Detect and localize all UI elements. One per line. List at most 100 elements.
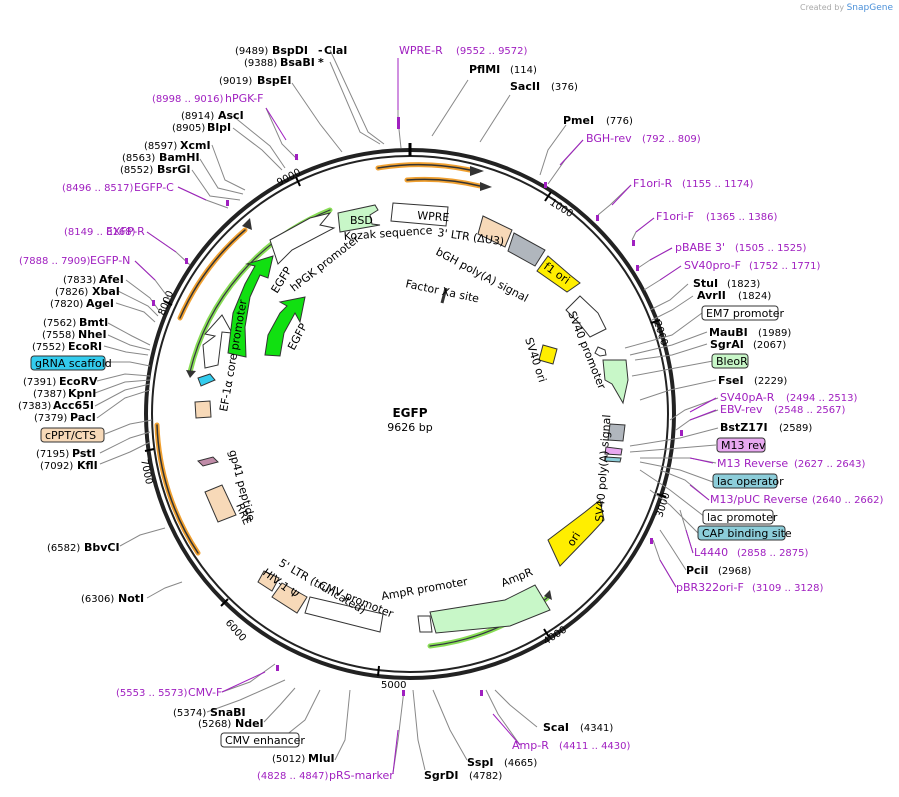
- label-asci[interactable]: AscI: [218, 109, 244, 122]
- label-scai[interactable]: ScaI: [543, 721, 569, 734]
- label-bbvci[interactable]: BbvCI: [84, 541, 120, 554]
- snapgene-credit: Created by SnapGene: [800, 3, 893, 13]
- label-sgrdi[interactable]: SgrDI: [424, 769, 458, 782]
- label-ebv-rev[interactable]: EBV-rev: [720, 403, 763, 416]
- plasmid-size: 9626 bp: [387, 421, 432, 434]
- label-ecorv[interactable]: EcoRV: [59, 375, 98, 388]
- label-bstz17i[interactable]: BstZ17I: [720, 421, 768, 434]
- label-bamhi[interactable]: BamHI: [159, 151, 200, 164]
- label-pflmi[interactable]: PflMI: [469, 63, 500, 76]
- cppt-box[interactable]: [40, 427, 105, 443]
- lac-promoter-box[interactable]: [702, 509, 774, 525]
- label-blpi[interactable]: BlpI: [207, 121, 231, 134]
- label-noti-pos: (6306): [81, 594, 114, 605]
- grna-box[interactable]: [30, 355, 106, 371]
- label-m13-puc-reverse[interactable]: M13/pUC Reverse: [710, 493, 808, 506]
- label-exfp-r[interactable]: EXFP-R: [106, 225, 145, 238]
- label-xcmi-pos: (8597): [144, 141, 177, 152]
- feature-5ltr: [271, 582, 308, 614]
- label-wpre-r[interactable]: WPRE-R: [399, 44, 443, 57]
- primer-leaders: [134, 58, 717, 774]
- label-fsei[interactable]: FseI: [718, 374, 744, 387]
- label-bbvci-pos: (6582): [47, 543, 80, 554]
- feature-sv40prom: [565, 295, 607, 338]
- label-sv40pa-r[interactable]: SV40pA-R: [720, 391, 775, 404]
- label-psti[interactable]: PstI: [72, 447, 96, 460]
- label-avrii[interactable]: AvrII: [697, 289, 726, 302]
- label-f1ori-r[interactable]: F1ori-R: [633, 177, 673, 190]
- label-egfp-outer: EGFP: [269, 264, 295, 295]
- label-prs-marker[interactable]: pRS-marker: [329, 769, 394, 782]
- feature-wpre: [390, 202, 449, 227]
- tick-marks: [144, 176, 667, 677]
- cmv-enhancer-box[interactable]: [220, 732, 300, 748]
- label-avrii-pos: (1824): [738, 291, 771, 302]
- label-kpni[interactable]: KpnI: [68, 387, 96, 400]
- label-bspdi[interactable]: BspDI: [272, 44, 308, 57]
- label-sspi[interactable]: SspI: [467, 756, 493, 769]
- label-acc65i[interactable]: Acc65I: [53, 399, 94, 412]
- label-sgrdi-pos: (4782): [469, 771, 502, 782]
- label-pmei[interactable]: PmeI: [563, 114, 594, 127]
- label-amp-r[interactable]: Amp-R: [512, 739, 549, 752]
- label-sacii[interactable]: SacII: [510, 80, 540, 93]
- label-sspi-pos: (4665): [504, 758, 537, 769]
- label-nhei[interactable]: NheI: [78, 328, 107, 341]
- label-cmv-f[interactable]: CMV-F: [188, 686, 222, 699]
- label-f1ori-f[interactable]: F1ori-F: [656, 210, 694, 223]
- label-noti[interactable]: NotI: [118, 592, 144, 605]
- label-bleor: BleoR: [716, 355, 748, 368]
- label-egfp-n[interactable]: EGFP-N: [90, 254, 130, 267]
- em7-box[interactable]: [701, 305, 779, 321]
- label-blpi-pos: (8905): [172, 123, 205, 134]
- label-clai[interactable]: ClaI: [324, 44, 347, 57]
- label-bsabi[interactable]: BsaBI: [280, 56, 315, 69]
- m13-rev-box[interactable]: [716, 437, 766, 453]
- label-bgh-rev[interactable]: BGH-rev: [586, 132, 632, 145]
- feature-egfp-inner: [264, 296, 306, 357]
- feature-sv40ori: [538, 344, 558, 365]
- label-mlui[interactable]: MluI: [308, 752, 335, 765]
- label-sv40pro-f-pos: (1752 .. 1771): [749, 261, 821, 272]
- label-pbabe[interactable]: pBABE 3': [675, 241, 725, 254]
- label-m13-reverse[interactable]: M13 Reverse: [717, 457, 788, 470]
- label-sgrai[interactable]: SgrAI: [710, 338, 744, 351]
- label-kfli-pos: (7092): [40, 461, 73, 472]
- label-hpgk-f[interactable]: hPGK-F: [225, 92, 263, 105]
- lac-operator-box[interactable]: [712, 473, 778, 489]
- label-maubi[interactable]: MauBI: [709, 326, 748, 339]
- label-xcmi[interactable]: XcmI: [180, 139, 211, 152]
- label-bmti[interactable]: BmtI: [79, 316, 108, 329]
- label-exfp-r-pos: (8149 .. 8168): [64, 227, 136, 238]
- label-xbai[interactable]: XbaI: [92, 285, 120, 298]
- label-pcii[interactable]: PciI: [686, 564, 708, 577]
- label-bspei[interactable]: BspEI: [257, 74, 291, 87]
- label-l4440-pos: (2858 .. 2875): [737, 548, 809, 559]
- label-afei[interactable]: AfeI: [99, 273, 124, 286]
- label-egfp-c-pos: (8496 .. 8517): [62, 183, 134, 194]
- label-l4440[interactable]: L4440: [694, 546, 728, 559]
- label-bmti-pos: (7562): [43, 318, 76, 329]
- cap-box[interactable]: [697, 525, 786, 541]
- label-ecori[interactable]: EcoRI: [68, 340, 102, 353]
- bleor-box[interactable]: [711, 353, 749, 369]
- label-sv40pro-f[interactable]: SV40pro-F: [684, 259, 741, 272]
- label-kpni-pos: (7387): [33, 389, 66, 400]
- label-egfp-c[interactable]: EGFP-C: [134, 181, 174, 194]
- label-lac-promoter: lac promoter: [707, 511, 778, 524]
- feature-grna: [197, 373, 216, 387]
- label-pbr322ori-f[interactable]: pBR322ori-F: [676, 581, 744, 594]
- label-agei[interactable]: AgeI: [86, 297, 114, 310]
- label-kfli[interactable]: KflI: [77, 459, 98, 472]
- label-ndei[interactable]: NdeI: [235, 717, 264, 730]
- label-stui[interactable]: StuI: [693, 277, 718, 290]
- feature-lacop: [604, 456, 622, 463]
- label-afei-pos: (7833): [63, 275, 96, 286]
- label-ecori-pos: (7552): [32, 342, 65, 353]
- label-snabi[interactable]: SnaBI: [210, 706, 246, 719]
- label-paci[interactable]: PacI: [70, 411, 96, 424]
- label-wpre: WPRE: [417, 209, 450, 224]
- label-bsrgi[interactable]: BsrGI: [157, 163, 190, 176]
- label-clai-dash: -: [318, 44, 323, 57]
